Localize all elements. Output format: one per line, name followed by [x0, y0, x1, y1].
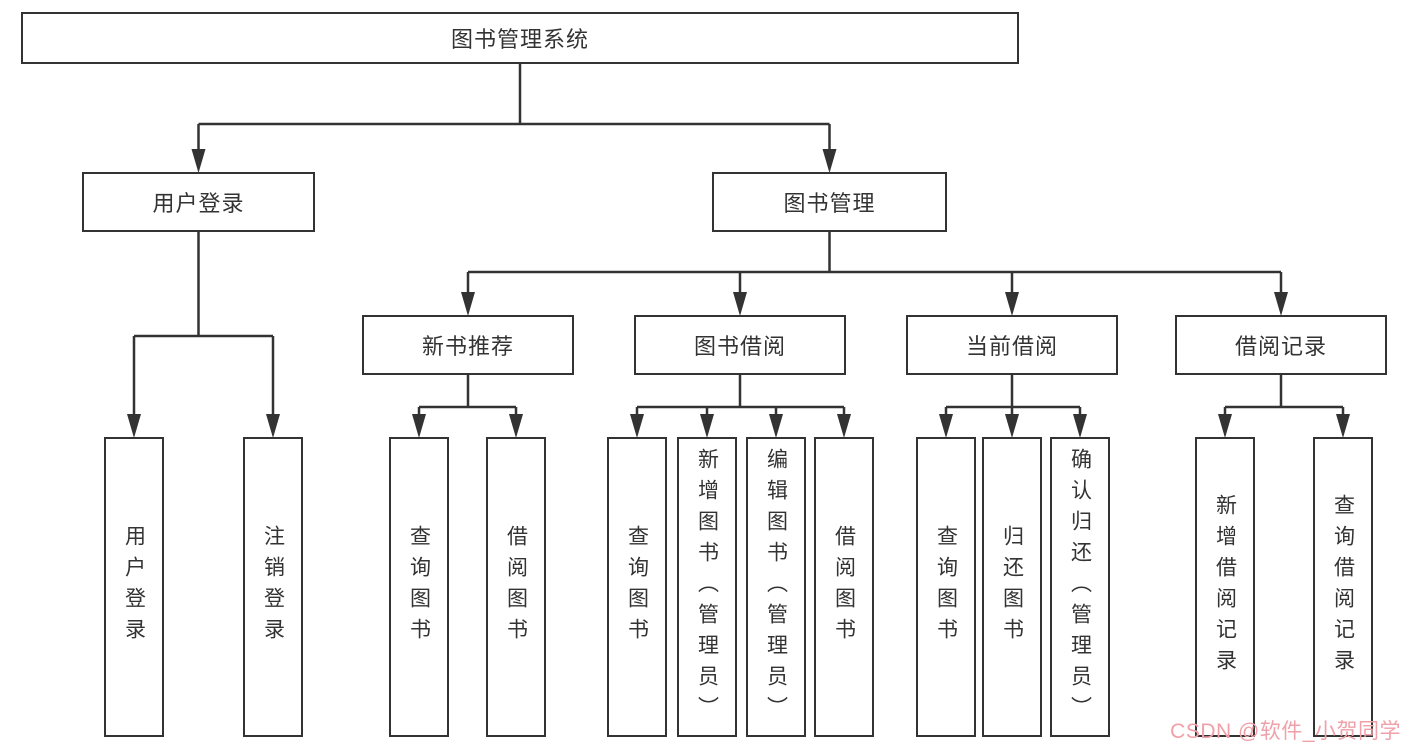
- node-new-book-recommend: 新书推荐: [362, 315, 574, 375]
- leaf-current-return-books-label: 归还图书: [1000, 525, 1024, 649]
- node-current-borrowing-label: 当前借阅: [965, 334, 1058, 359]
- leaf-user-login: 用户登录: [104, 437, 164, 737]
- node-book-management-label: 图书管理: [783, 191, 876, 216]
- leaf-record-add-borrow-record: 新增借阅记录: [1195, 437, 1255, 737]
- node-user-login: 用户登录: [82, 172, 315, 232]
- leaf-newbook-query-books-label: 查询图书: [407, 525, 431, 649]
- node-borrowing-records-label: 借阅记录: [1234, 334, 1327, 359]
- leaf-record-query-borrow-record-label: 查询借阅记录: [1331, 494, 1355, 680]
- leaf-current-query-books-label: 查询图书: [934, 525, 958, 649]
- leaf-borrow-add-books-admin-label: 新增图书（管理员）: [695, 447, 719, 727]
- node-borrowing-records: 借阅记录: [1175, 315, 1387, 375]
- leaf-logout: 注销登录: [243, 437, 303, 737]
- leaf-current-confirm-return-admin: 确认归还（管理员）: [1050, 437, 1110, 737]
- node-root-library-system: 图书管理系统: [21, 12, 1019, 64]
- leaf-user-login-label: 用户登录: [122, 525, 146, 649]
- leaf-record-add-borrow-record-label: 新增借阅记录: [1213, 494, 1237, 680]
- leaf-borrow-query-books: 查询图书: [607, 437, 667, 737]
- node-book-borrowing: 图书借阅: [634, 315, 846, 375]
- leaf-borrow-add-books-admin: 新增图书（管理员）: [677, 437, 737, 737]
- leaf-borrow-borrow-books: 借阅图书: [814, 437, 874, 737]
- node-root-label: 图书管理系统: [450, 27, 589, 52]
- leaf-current-query-books: 查询图书: [916, 437, 976, 737]
- csdn-watermark: CSDN @软件_小贺同学: [1170, 720, 1401, 743]
- node-book-borrowing-label: 图书借阅: [693, 334, 786, 359]
- leaf-borrow-query-books-label: 查询图书: [625, 525, 649, 649]
- leaf-current-return-books: 归还图书: [982, 437, 1042, 737]
- leaf-borrow-borrow-books-label: 借阅图书: [832, 525, 856, 649]
- leaf-logout-label: 注销登录: [261, 525, 285, 649]
- node-current-borrowing: 当前借阅: [906, 315, 1118, 375]
- node-user-login-label: 用户登录: [152, 191, 245, 216]
- leaf-record-query-borrow-record: 查询借阅记录: [1313, 437, 1373, 737]
- leaf-borrow-edit-books-admin: 编辑图书（管理员）: [746, 437, 806, 737]
- node-book-management: 图书管理: [712, 172, 947, 232]
- leaf-borrow-edit-books-admin-label: 编辑图书（管理员）: [764, 447, 788, 727]
- leaf-newbook-borrow-books-label: 借阅图书: [504, 525, 528, 649]
- leaf-newbook-query-books: 查询图书: [389, 437, 449, 737]
- leaf-current-confirm-return-admin-label: 确认归还（管理员）: [1068, 447, 1092, 727]
- node-new-book-recommend-label: 新书推荐: [421, 334, 514, 359]
- leaf-newbook-borrow-books: 借阅图书: [486, 437, 546, 737]
